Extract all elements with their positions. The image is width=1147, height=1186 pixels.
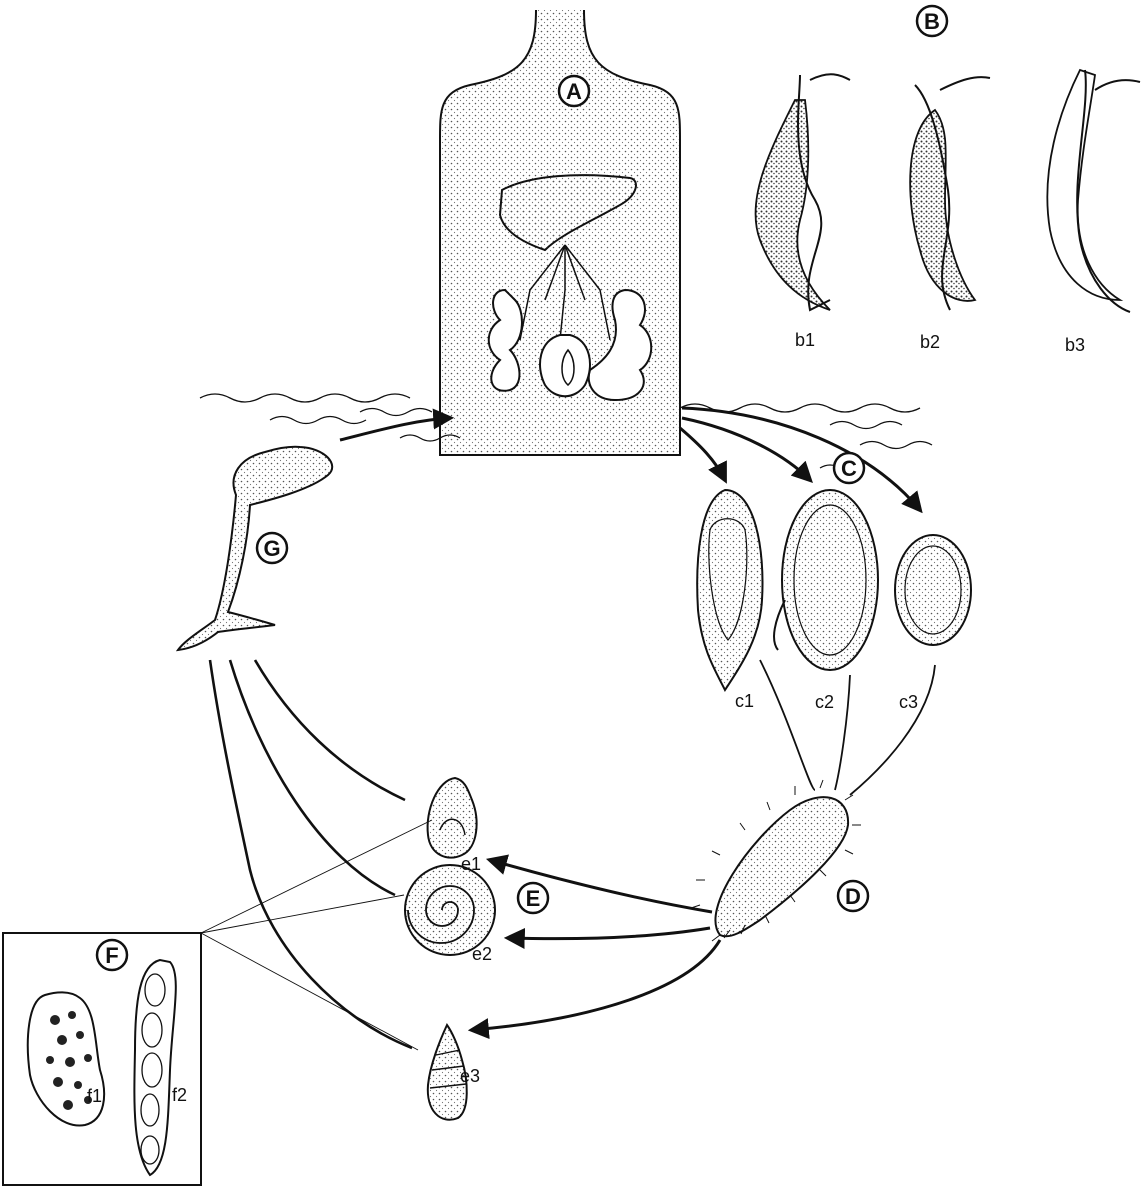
label-b3: b3 [1065, 335, 1085, 355]
label-e1: e1 [461, 854, 481, 874]
label-c2: c2 [815, 692, 834, 712]
label-b1: b1 [795, 330, 815, 350]
label-A-badge: A [559, 76, 589, 106]
label-E: E [526, 886, 541, 911]
label-F-badge: F [97, 940, 127, 970]
eggs-group [697, 490, 971, 690]
snail-e2 [405, 865, 495, 955]
snail-e1 [428, 778, 477, 858]
arrow-miracidium-to-e3 [472, 940, 720, 1030]
arrow-host-to-egg-c1 [680, 428, 725, 480]
bladder-drawing [540, 335, 590, 396]
label-E-badge: E [518, 883, 548, 913]
label-f1: f1 [87, 1086, 102, 1106]
adult-worm-pair-b3 [1047, 70, 1140, 312]
label-D: D [845, 884, 861, 909]
label-e3: e3 [460, 1066, 480, 1086]
colon-left-drawing [489, 290, 522, 391]
label-D-badge: D [838, 881, 868, 911]
label-f2: f2 [172, 1085, 187, 1105]
egg-c2 [782, 490, 878, 670]
label-e2: e2 [472, 944, 492, 964]
arrow-cercaria-to-host [340, 418, 450, 440]
egg-c1 [697, 490, 762, 690]
label-C-badge: C [834, 453, 864, 483]
label-C: C [841, 456, 857, 481]
human-host-figure [440, 10, 680, 455]
egg-c3 [895, 535, 971, 645]
adult-worm-pair-b2 [910, 77, 990, 310]
egg-to-miracidium-lines [760, 660, 935, 795]
label-F: F [105, 943, 118, 968]
adult-worms-group [755, 70, 1140, 312]
cercaria-drawing [178, 447, 332, 650]
label-c3: c3 [899, 692, 918, 712]
label-B-badge: B [917, 6, 947, 36]
label-c1: c1 [735, 691, 754, 711]
adult-worm-pair-b1 [755, 74, 850, 310]
sporocyst-callout-lines [201, 820, 432, 1050]
miracidium-drawing [691, 780, 861, 941]
label-A: A [566, 79, 582, 104]
label-b2: b2 [920, 332, 940, 352]
snail-to-cercaria-lines [210, 660, 412, 1048]
label-B: B [924, 9, 940, 34]
arrow-miracidium-to-e2 [508, 928, 710, 939]
label-G-badge: G [257, 533, 287, 563]
label-G: G [263, 536, 280, 561]
sporocysts-panel [3, 933, 201, 1185]
